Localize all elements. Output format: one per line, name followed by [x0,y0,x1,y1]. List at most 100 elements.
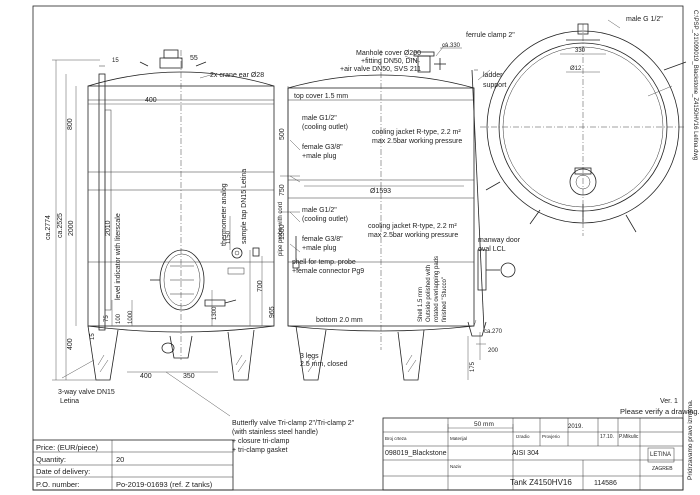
ladder-label: ladder [483,72,503,79]
butterfly-valve-label-4: + tri-clamp gasket [232,447,287,454]
level-indicator-tube [98,73,106,331]
order-row-value-3: Po-2019-01693 (ref. Z tanks) [116,480,213,489]
dim-1000: 1000 [128,310,134,324]
created-label: Izradio [516,434,530,439]
name-value: P.Mikulic [619,434,639,440]
sample-tap-label: sample tap DN15 Letina [241,169,248,244]
order-row-label-3: P.O. number: [36,480,80,489]
drawing-border [32,5,684,491]
butterfly-valve [204,299,226,307]
side-manhole [159,57,183,69]
butterfly-valve-label-1: Butterfly valve Tri-clamp 2"/Tri-clamp 2… [232,420,355,427]
side-leg-middle [169,335,193,359]
side-view-labels: 55 15 2x crane ear Ø28 400 ca.2774 ca.25… [45,55,355,454]
top-view [480,19,687,236]
dim-75: 75 [104,315,110,322]
dim-700: 700 [257,280,264,292]
dim-1150: 1150 [226,230,232,244]
order-row-label-0: Price: (EUR/piece) [36,443,99,452]
drawing-no-label: Broj crteza [385,436,407,441]
ladder-support-label: support [483,82,506,89]
female-g38-2-desc: +male plug [302,245,337,252]
thermometer-dial [231,247,243,259]
order-row-value-1: 20 [116,455,124,464]
legs-label-2: 2.5 mm, closed [300,361,348,368]
dim-500: 500 [279,128,286,140]
thermometer-label: thermometer analog [221,183,228,246]
dim-15-top: 15 [112,58,119,64]
dim-400-low: 400 [67,338,74,350]
manhole-label-1: Manhole cover Ø200 [356,50,421,57]
three-way-valve-label: 3-way valve DN15 [58,389,115,396]
dim-12: Ø12 [570,66,582,72]
cooling-jacket-1-label: cooling jacket R-type, 2.2 m² [372,129,461,136]
scale-label: 50 mm [474,421,494,428]
ladder [471,69,485,331]
side-tank-bottom [87,325,275,333]
manway-label-2: oval LCL [478,246,506,253]
side-view [52,49,300,417]
top-view-labels: male G 1/2" ladder support 330 Ø12 manwa… [478,16,663,253]
dim-400-bottom: 400 [140,373,152,380]
dim-1593: Ø1593 [370,188,391,195]
title-block-labels: Ver. 1 Please verify a drawing. 50 mm 20… [385,398,700,487]
level-indicator-label: level indicator with literscale [115,213,122,300]
cooling-jacket-2-label: cooling jacket R-type, 2.2 m² [368,223,457,230]
dim-2000: 2000 [68,220,75,236]
margin-file-path: C:\PSP_21\099019_Blackstone_Z4150HV16 Le… [692,10,698,160]
sample-tap [252,247,260,257]
drawing-no-value: 098019_Blackstone [385,450,447,457]
shell-probe-label-1: shell for temp. probe [292,259,356,266]
order-row-label-1: Quantity: [36,455,66,464]
order-row-label-2: Date of delivery: [36,467,90,476]
dim-750: 750 [279,184,286,196]
dim-2774: ca.2774 [45,215,52,240]
shell-label-3: rotated overlapping pads [434,256,440,322]
number-value: 114586 [594,480,617,487]
part-label: Naziv [450,464,462,469]
bottom-label: bottom 2.0 mm [316,317,363,324]
cooling-jacket-1-pressure: max 2.5bar working pressure [372,138,462,145]
front-leg-left [295,325,327,381]
female-g38-1: female G3/8" [302,144,343,151]
verify-label: Please verify a drawing. [620,407,700,416]
female-g38-2: female G3/8" [302,236,343,243]
dim-1500: 1500 [279,224,286,240]
male-g12-1: male G1/2" [302,115,337,122]
top-view-manhole [569,168,597,196]
butterfly-valve-label-3: + closure tri-clamp [232,438,289,445]
side-leg-left [87,325,119,381]
company-logo: LETINA [650,452,671,458]
shell-label-4: finished "Stucco" [442,277,448,322]
part-value: Tank Z4150HV16 [510,478,572,487]
top-cover-label: top cover 1.5 mm [294,93,348,100]
butterfly-valve-label-2: (with stainless steel handle) [232,429,318,436]
shell-label-2: Outside polished with [426,265,432,322]
title-block [382,417,684,491]
material-value: AISI 304 [512,450,539,457]
front-view-labels: Manhole cover Ø200 +fitting DN50, DIN +a… [278,32,515,372]
year-value: 2019. [568,424,583,430]
company-sub: ZAGREB [652,466,673,472]
dim-15-low: 15 [90,333,96,340]
dim-ca330: ca.330 [442,43,461,49]
letina-label: Letina [60,398,79,405]
manway-label-1: manway door [478,237,521,244]
order-table [32,439,234,491]
dim-350: 350 [183,373,195,380]
male-g12-2: male G1/2" [302,207,337,214]
dim-175: 175 [470,361,476,372]
dim-1300: 1300 [212,306,218,320]
order-table-text: Price: (EUR/piece) Quantity: 20 Date of … [36,443,213,489]
dim-2525: ca.2525 [57,213,64,238]
cooling-jacket-2-pressure: max 2.5bar working pressure [368,232,458,239]
version-label: Ver. 1 [660,398,678,405]
date-value: 17.10. [600,434,614,440]
side-leg-right [227,329,255,381]
ferrule-clamp-label: ferrule clamp 2" [466,32,515,39]
shell-probe-label-2: +female connector Pg9 [292,268,364,275]
material-label: Materijal [450,436,467,441]
dim-55: 55 [190,55,198,62]
manhole-label-2: +fitting DN50, DIN [361,58,418,65]
